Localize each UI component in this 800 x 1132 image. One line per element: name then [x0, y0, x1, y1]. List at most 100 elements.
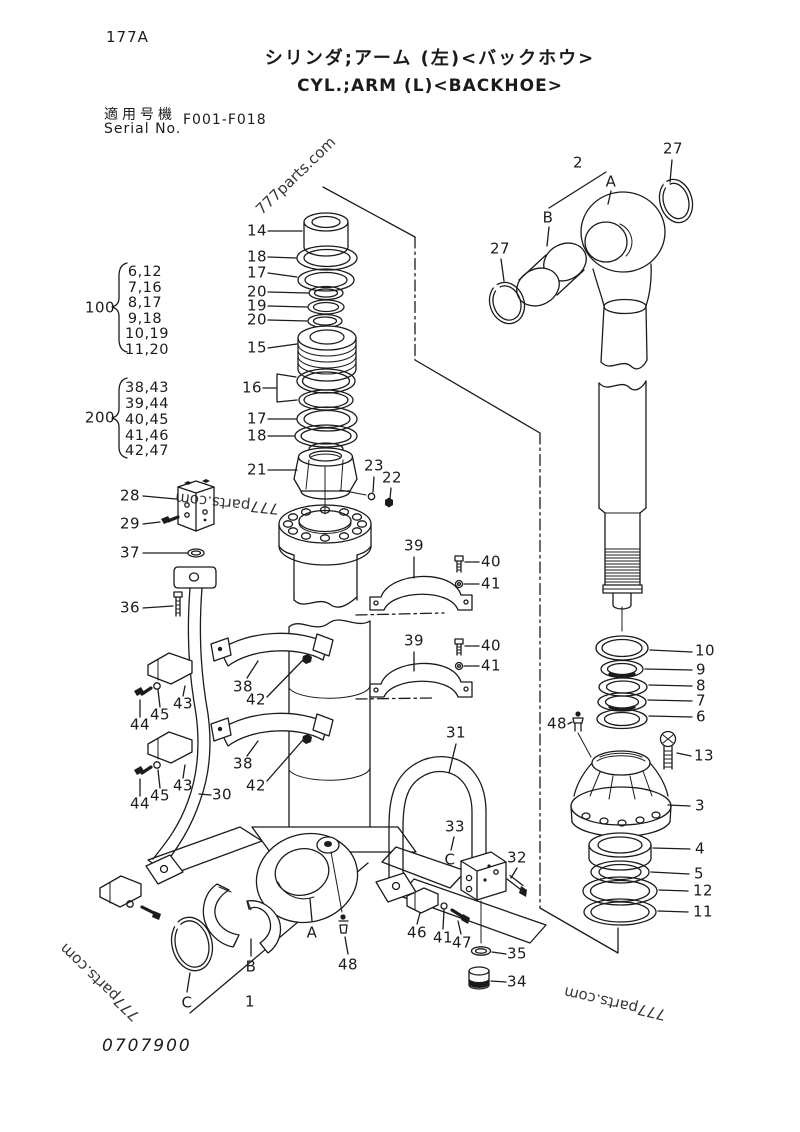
snap-ring-C — [170, 916, 214, 972]
valve-28 — [177, 479, 215, 532]
serial-label-english: Serial No. — [104, 121, 182, 137]
watermark: 777parts.com — [174, 489, 280, 518]
callout-18: 18 — [246, 426, 268, 445]
piston-rod — [598, 298, 648, 632]
callout-A: A — [605, 172, 617, 191]
callout-39: 39 — [403, 631, 425, 650]
leader-lines — [139, 159, 693, 993]
pipe-clamp-46 — [406, 887, 439, 914]
callout-20: 20 — [246, 310, 268, 329]
cylinder-tube — [288, 619, 371, 833]
callout-28: 28 — [119, 486, 141, 505]
callout-27: 27 — [489, 239, 511, 258]
group-200-brace — [111, 377, 128, 459]
tube-clamp-39-lower — [369, 662, 473, 698]
callout-23: 23 — [363, 456, 385, 475]
callout-47: 47 — [451, 933, 473, 952]
callout-20: 20 — [246, 282, 268, 301]
washer-41-upper — [454, 579, 464, 589]
group-200-item: 41,46 — [124, 427, 170, 444]
callout-42: 42 — [245, 776, 267, 795]
callout-39: 39 — [403, 536, 425, 555]
seal-stack-lower — [294, 368, 358, 448]
callout-B: B — [542, 208, 554, 227]
pipe-30 — [145, 566, 217, 885]
group-100-item: 7,16 — [127, 279, 163, 296]
callout-8: 8 — [695, 676, 707, 695]
group-100-brace — [111, 262, 128, 353]
o-ring-35 — [470, 946, 492, 956]
group-label-200: 200 — [84, 408, 116, 427]
bolt-47 — [450, 908, 470, 924]
grease-fitting-48-right — [572, 711, 592, 758]
snap-ring-27-left — [488, 281, 526, 325]
group-200-item: 42,47 — [124, 442, 170, 459]
callout-A: A — [306, 923, 318, 942]
callout-38: 38 — [232, 754, 254, 773]
callout-36: 36 — [119, 598, 141, 617]
assembly-boundary-line — [322, 186, 619, 954]
callout-37: 37 — [119, 543, 141, 562]
pipe-clamp-38-lower — [210, 712, 334, 747]
group-200-item: 39,44 — [124, 395, 170, 412]
callout-21: 21 — [246, 460, 268, 479]
page-code: 177A — [106, 28, 149, 46]
callout-42: 42 — [245, 690, 267, 709]
callout-33: 33 — [444, 817, 466, 836]
bolt-13 — [659, 730, 677, 770]
group-100-item: 11,20 — [124, 341, 170, 358]
callout-B: B — [245, 957, 257, 976]
bolt-40-upper — [454, 555, 464, 573]
callout-34: 34 — [506, 972, 528, 991]
group-100-item: 8,17 — [127, 294, 163, 311]
watermark: 777parts.com — [55, 939, 144, 1025]
callout-43: 43 — [172, 776, 194, 795]
callout-27: 27 — [662, 139, 684, 158]
callout-C: C — [181, 993, 193, 1012]
callout-17: 17 — [246, 409, 268, 428]
tube-clamp-39-upper — [369, 575, 473, 611]
pin-23 — [367, 492, 376, 501]
callout-29: 29 — [119, 514, 141, 533]
callout-43: 43 — [172, 694, 194, 713]
bolt-40-lower — [454, 638, 464, 656]
pipe-clamp-43-middle — [134, 731, 193, 775]
callout-12: 12 — [692, 881, 714, 900]
piston-seals — [582, 832, 658, 926]
callout-C: C — [444, 850, 456, 869]
nut-22 — [385, 497, 393, 508]
rod-seal-stack — [595, 635, 649, 730]
cylinder-bottom-eye — [255, 832, 359, 924]
serial-range: F001-F018 — [183, 112, 267, 128]
callout-18: 18 — [246, 247, 268, 266]
pipe-clamp-38-upper — [210, 632, 334, 667]
watermark: 777parts.com — [251, 133, 340, 219]
callout-13: 13 — [693, 746, 715, 765]
title-english: CYL.;ARM (L)<BACKHOE> — [297, 76, 563, 96]
callout-14: 14 — [246, 221, 268, 240]
callout-41: 41 — [480, 656, 502, 675]
callout-31: 31 — [445, 723, 467, 742]
callout-40: 40 — [480, 636, 502, 655]
callout-46: 46 — [406, 923, 428, 942]
cylinder-head-flange — [278, 466, 372, 608]
valve-block-pipe31 — [460, 851, 507, 944]
callout-1: 1 — [244, 992, 256, 1011]
callout-6: 6 — [695, 707, 707, 726]
callout-3: 3 — [694, 796, 706, 815]
callout-11: 11 — [692, 902, 714, 921]
plug-34 — [468, 966, 490, 990]
rod-bushing-B — [516, 242, 587, 307]
callout-48: 48 — [546, 714, 568, 733]
drawing-number: 0707900 — [102, 1036, 192, 1056]
callout-35: 35 — [506, 944, 528, 963]
grease-fitting-48-bottom — [330, 851, 349, 934]
callout-4: 4 — [694, 839, 706, 858]
bushing-halves-B — [202, 883, 282, 954]
piston-3 — [570, 750, 672, 838]
serial-label-japanese: 適用号機 — [104, 107, 176, 123]
o-ring-37 — [187, 548, 205, 558]
group-100-item: 10,19 — [124, 325, 170, 342]
